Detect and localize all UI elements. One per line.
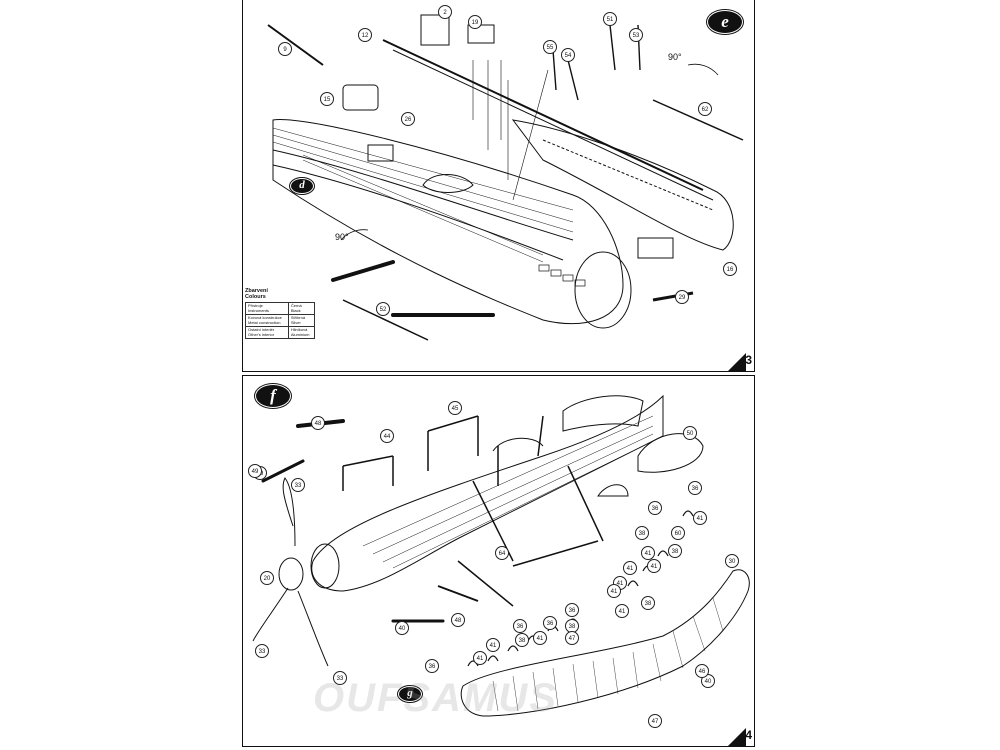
part-callout: 15 (320, 92, 334, 106)
part-callout: 51 (603, 12, 617, 26)
part-callout: 41 (473, 651, 487, 665)
page-corner-mark (728, 728, 746, 746)
part-callout: 30 (725, 554, 739, 568)
angle-label: 90° (335, 232, 349, 242)
legend-item: Metal construction (248, 319, 281, 325)
angle-label: 90° (668, 52, 682, 62)
page-corner-mark (728, 353, 746, 371)
part-callout: 41 (607, 584, 621, 598)
part-callout: 12 (358, 28, 372, 42)
step-badge-d: d (290, 178, 314, 194)
part-callout: 36 (425, 659, 439, 673)
legend-item: Přístroje (248, 303, 263, 308)
part-callout: 49 (248, 464, 262, 478)
watermark: OUFSAMUS (313, 676, 558, 720)
part-callout: 2 (438, 5, 452, 19)
part-callout: 41 (693, 511, 707, 525)
part-callout: 33 (291, 478, 305, 492)
part-callout: 38 (641, 596, 655, 610)
legend-color: Aluminium (290, 331, 310, 337)
part-callout: 52 (376, 302, 390, 316)
part-callout: 47 (648, 714, 662, 728)
legend-item: Other's interior (248, 331, 275, 337)
part-callout: 45 (448, 401, 462, 415)
part-callout: 36 (565, 603, 579, 617)
part-callout: 41 (486, 638, 500, 652)
page-number: 4 (745, 728, 752, 742)
part-callout: 38 (668, 544, 682, 558)
part-callout: 50 (683, 426, 697, 440)
part-callout: 48 (311, 416, 325, 430)
part-callout: 36 (688, 481, 702, 495)
part-callout: 9 (278, 42, 292, 56)
part-callout: 41 (615, 604, 629, 618)
part-callout: 41 (647, 559, 661, 573)
step-badge-f: f (255, 384, 291, 408)
part-callout: 29 (675, 290, 689, 304)
part-callout: 20 (260, 571, 274, 585)
part-callout: 55 (543, 40, 557, 54)
part-callout: 38 (565, 619, 579, 633)
legend-color: Černá (290, 303, 302, 308)
part-callout: 36 (513, 619, 527, 633)
legend-title: Zbarvení (245, 288, 268, 294)
part-callout: 38 (635, 526, 649, 540)
legend-item: Instruments (248, 307, 269, 313)
part-callout: 33 (255, 644, 269, 658)
part-callout: 16 (723, 262, 737, 276)
part-callout: 54 (561, 48, 575, 62)
step-badge-e: e (707, 10, 743, 34)
legend-item: Kovová konstrukce (248, 315, 282, 320)
instruction-page-4: f g 48 45 44 49 33 20 33 33 41 36 36 41 … (242, 375, 755, 747)
part-callout: 36 (543, 616, 557, 630)
legend-item: Ostatní interiér (248, 327, 275, 332)
part-callout: 41 (533, 631, 547, 645)
part-callout: 64 (495, 546, 509, 560)
part-callout: 53 (629, 28, 643, 42)
part-callout: 48 (451, 613, 465, 627)
part-callout: 41 (623, 561, 637, 575)
part-callout: 19 (468, 15, 482, 29)
part-callout: 41 (641, 546, 655, 560)
legend-color: Silver (290, 319, 301, 325)
legend-color: Stříbrná (290, 315, 306, 320)
part-callout: 26 (401, 112, 415, 126)
part-callout: 38 (515, 633, 529, 647)
step-badge-g: g (398, 686, 422, 702)
instruction-page-3: e d 90° 90° 9 12 2 19 53 51 55 54 15 26 … (242, 0, 755, 372)
part-callout: 33 (333, 671, 347, 685)
part-callout: 40 (395, 621, 409, 635)
part-callout: 60 (671, 526, 685, 540)
part-callout: 62 (698, 102, 712, 116)
legend-color: Hliníková (290, 327, 308, 332)
part-callout: 44 (380, 429, 394, 443)
part-callout: 46 (695, 664, 709, 678)
assembly-drawing-fuselage-top (267, 14, 744, 341)
legend-subtitle: Colours (245, 294, 266, 300)
part-callout: 47 (565, 631, 579, 645)
legend-color: Black (290, 307, 301, 313)
part-callout: 36 (648, 501, 662, 515)
assembly-drawing-wing-propeller (252, 394, 750, 717)
page-number: 3 (745, 353, 752, 367)
